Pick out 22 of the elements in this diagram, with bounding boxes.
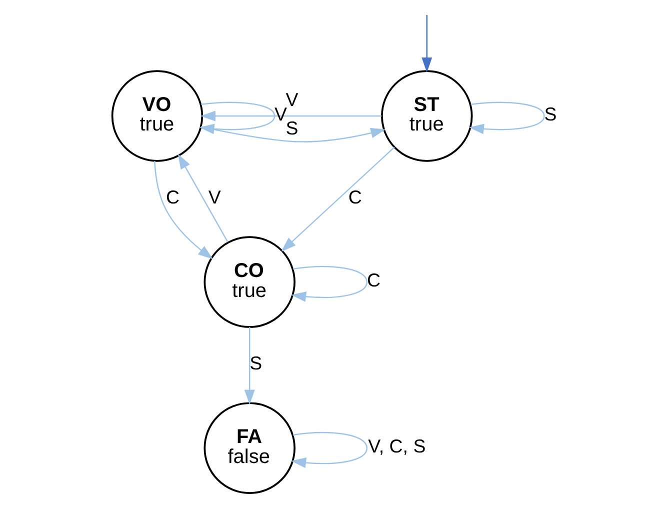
arrow (154, 160, 213, 259)
edge-label: S (285, 117, 298, 138)
arrow (200, 110, 382, 121)
node-circle: VO true (110, 70, 203, 162)
arrow (198, 101, 275, 134)
arrow (468, 101, 544, 134)
edge-label: V (274, 102, 287, 124)
arrow (421, 14, 432, 72)
edge-label: V (208, 186, 220, 207)
arrow (244, 326, 254, 404)
node-circle: ST true (380, 70, 472, 162)
edge-label: C (348, 186, 362, 207)
node-circle: FA false (203, 402, 295, 494)
edge-label: C (166, 186, 180, 207)
arrow (280, 146, 394, 252)
edge-label: S (544, 102, 556, 124)
edge-label: S (249, 352, 262, 373)
edge-label: V, C, S (368, 434, 426, 456)
edge-label: C (366, 268, 380, 290)
arrow (290, 266, 368, 302)
arrow (290, 432, 368, 468)
arrow (177, 153, 228, 242)
